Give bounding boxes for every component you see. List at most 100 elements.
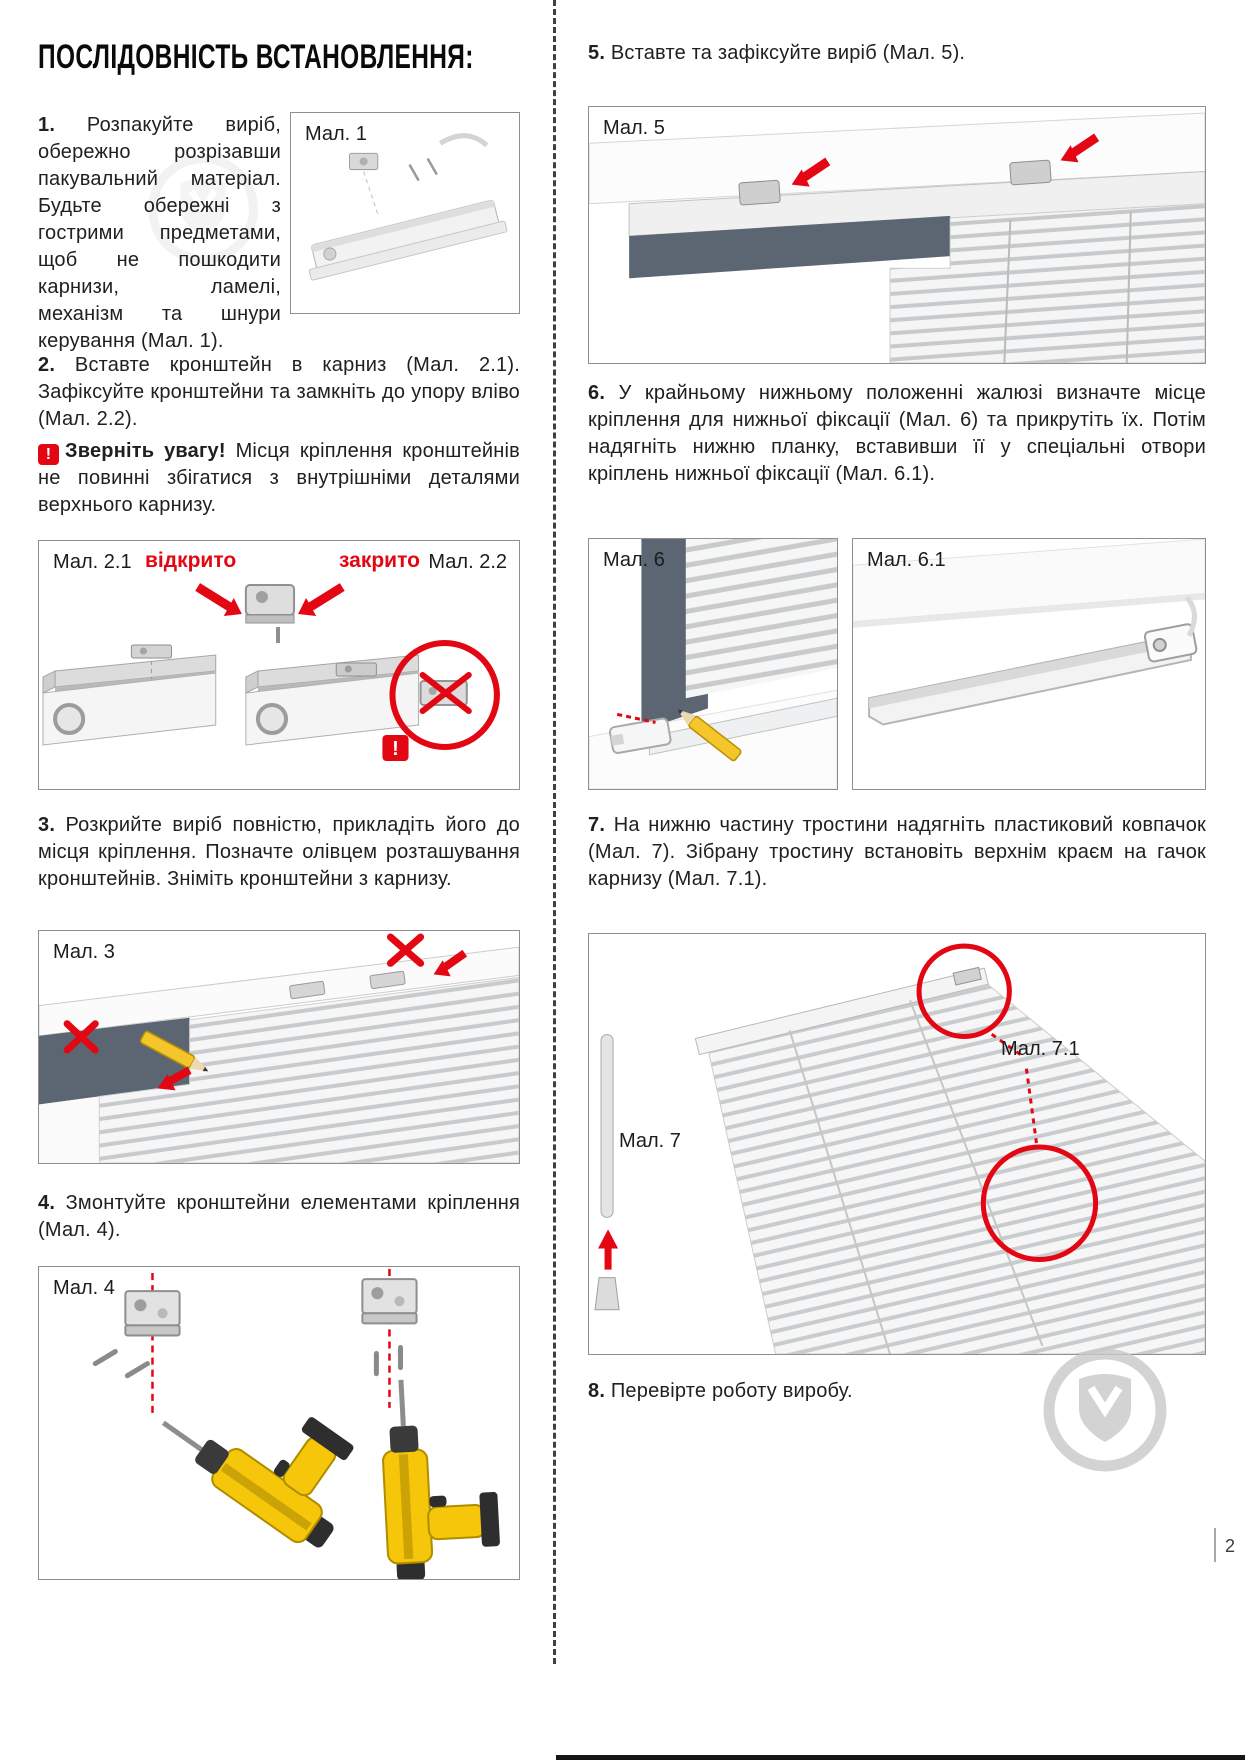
watermark-logo-faint <box>140 146 266 272</box>
warning-icon: ! <box>38 444 59 465</box>
red-arrow-up-icon <box>598 1229 619 1270</box>
figure-2-box: Мал. 2.1 відкрито закрито Мал. 2.2 <box>38 540 520 790</box>
screws-icon <box>408 158 438 181</box>
bracket-part-icon <box>361 1278 418 1325</box>
step-7-number: 7. <box>588 814 606 836</box>
step-5-number: 5. <box>588 42 606 64</box>
bottom-rule <box>556 1755 1245 1760</box>
step-1-text: 1. Розпакуйте виріб, обережно розрізавши… <box>38 112 281 355</box>
step-5-text: 5. Вставте та зафіксуйте виріб (Мал. 5). <box>588 40 1206 67</box>
wand-icon <box>600 1033 614 1218</box>
red-arrow-icon <box>433 949 468 977</box>
step-1-body: Розпакуйте виріб, обережно розрізавши па… <box>38 114 281 352</box>
step-6-text: 6. У крайньому нижньому положенні жалюзі… <box>588 380 1206 488</box>
page-number-rule <box>1214 1528 1216 1562</box>
figure-7-1-label: Мал. 7.1 <box>1001 1038 1080 1060</box>
step-8-text: 8. Перевірте роботу виробу. <box>588 1378 1206 1405</box>
watermark-logo <box>1035 1340 1175 1480</box>
fixation-bracket-icon <box>608 717 672 754</box>
step-3-number: 3. <box>38 814 56 836</box>
bracket-part-icon <box>124 1290 181 1337</box>
figure-3-label: Мал. 3 <box>53 941 115 963</box>
step-6-body: У крайньому нижньому положенні жалюзі ви… <box>588 382 1206 485</box>
step-7-body: На нижню частину тростини надягніть плас… <box>588 814 1206 890</box>
figure-2-1-label: Мал. 2.1 <box>53 551 132 573</box>
figure-1-box: Мал. 1 <box>290 112 520 314</box>
bracket-insertion-illustration: ! <box>39 583 500 761</box>
red-arrow-icon <box>791 157 831 187</box>
step-4-number: 4. <box>38 1192 56 1214</box>
red-arrow-icon <box>298 583 345 616</box>
figure-6-box: Мал. 6 <box>588 538 838 790</box>
red-cross-icon <box>386 933 425 967</box>
cap-icon <box>594 1277 620 1311</box>
step-4-body: Змонтуйте кронштейни елементами кріпленн… <box>38 1192 520 1241</box>
step-3-text: 3. Розкрийте виріб повністю, прикладіть … <box>38 812 520 893</box>
step-2-text: 2. Вставте кронштейн в карниз (Мал. 2.1)… <box>38 352 520 433</box>
pencil-icon <box>139 1030 209 1072</box>
red-circle-icon <box>389 640 500 750</box>
cord-icon <box>438 133 489 148</box>
page-number: 2 <box>1225 1536 1236 1556</box>
fixing-product-illustration <box>589 112 1205 363</box>
exclamation-icon <box>382 735 409 761</box>
mounting-brackets-illustration <box>92 1269 519 1579</box>
figure-7-label: Мал. 7 <box>619 1130 681 1152</box>
bracket-part-icon <box>349 152 379 171</box>
screws-icon <box>92 1345 404 1379</box>
lower-fixation-marking-illustration <box>589 539 837 789</box>
red-arrow-icon <box>195 583 242 616</box>
red-cross-icon <box>419 672 472 714</box>
step-4-text: 4. Змонтуйте кронштейни елементами кріпл… <box>38 1190 520 1244</box>
hook-icon <box>952 966 982 986</box>
cornice-exploded-illustration <box>308 133 508 281</box>
open-state-label: відкрито <box>145 549 237 572</box>
drill-icon <box>379 1375 502 1579</box>
bracket-part-icon <box>335 662 377 677</box>
figure-6-1-box: Мал. 6.1 <box>852 538 1206 790</box>
step-1-number: 1. <box>38 114 56 136</box>
figure-5-box: Мал. 5 <box>588 106 1206 364</box>
red-cross-icon <box>63 1020 99 1054</box>
figure-6-1-label: Мал. 6.1 <box>867 549 946 571</box>
figure-5-label: Мал. 5 <box>603 117 665 139</box>
drill-icon <box>151 1349 380 1557</box>
bracket-part-icon <box>289 970 406 1000</box>
red-circle-icon <box>980 1144 1099 1263</box>
red-arrow-icon <box>157 1066 192 1091</box>
figure-1-label: Мал. 1 <box>305 123 367 145</box>
red-dashed-mark <box>616 712 656 724</box>
wand-and-hook-illustration <box>594 943 1205 1354</box>
pencil-icon <box>677 709 742 762</box>
step-7-text: 7. На нижню частину тростини надягніть п… <box>588 812 1206 893</box>
step-8-number: 8. <box>588 1380 606 1402</box>
figure-3-box: Мал. 3 <box>38 930 520 1164</box>
figure-4-box: Мал. 4 <box>38 1266 520 1580</box>
svg-text:!: ! <box>392 738 399 760</box>
red-arrow-icon <box>1060 133 1100 163</box>
cord-icon <box>1184 595 1197 637</box>
figure-6-label: Мал. 6 <box>603 549 665 571</box>
bracket-part-icon <box>130 644 173 659</box>
fixation-bracket-icon <box>1143 623 1198 663</box>
step-6-number: 6. <box>588 382 606 404</box>
step-2-number: 2. <box>38 354 56 376</box>
bracket-part-icon <box>738 159 1052 206</box>
bottom-rail-illustration <box>853 539 1205 726</box>
step-5-body: Вставте та зафіксуйте виріб (Мал. 5). <box>610 42 966 64</box>
column-divider-dashed <box>553 0 556 1664</box>
bracket-part-icon <box>244 584 296 643</box>
marking-positions-illustration <box>39 933 519 1163</box>
page-title: ПОСЛІДОВНІСТЬ ВСТАНОВЛЕННЯ: <box>38 38 474 76</box>
figure-7-box: Мал. 7 Мал. 7.1 <box>588 933 1206 1355</box>
figure-2-2-label: Мал. 2.2 <box>428 551 507 573</box>
step-3-body: Розкрийте виріб повністю, прикладіть йог… <box>38 814 520 890</box>
step-2-body: Вставте кронштейн в карниз (Мал. 2.1). З… <box>38 354 520 430</box>
red-circle-icon <box>916 943 1012 1039</box>
step-1-row: 1. Розпакуйте виріб, обережно розрізавши… <box>38 112 520 355</box>
warning-title: Зверніть увагу! <box>65 440 226 462</box>
figure-4-label: Мал. 4 <box>53 1277 115 1299</box>
closed-state-label: закрито <box>339 549 420 572</box>
step-8-body: Перевірте роботу виробу. <box>610 1380 853 1402</box>
